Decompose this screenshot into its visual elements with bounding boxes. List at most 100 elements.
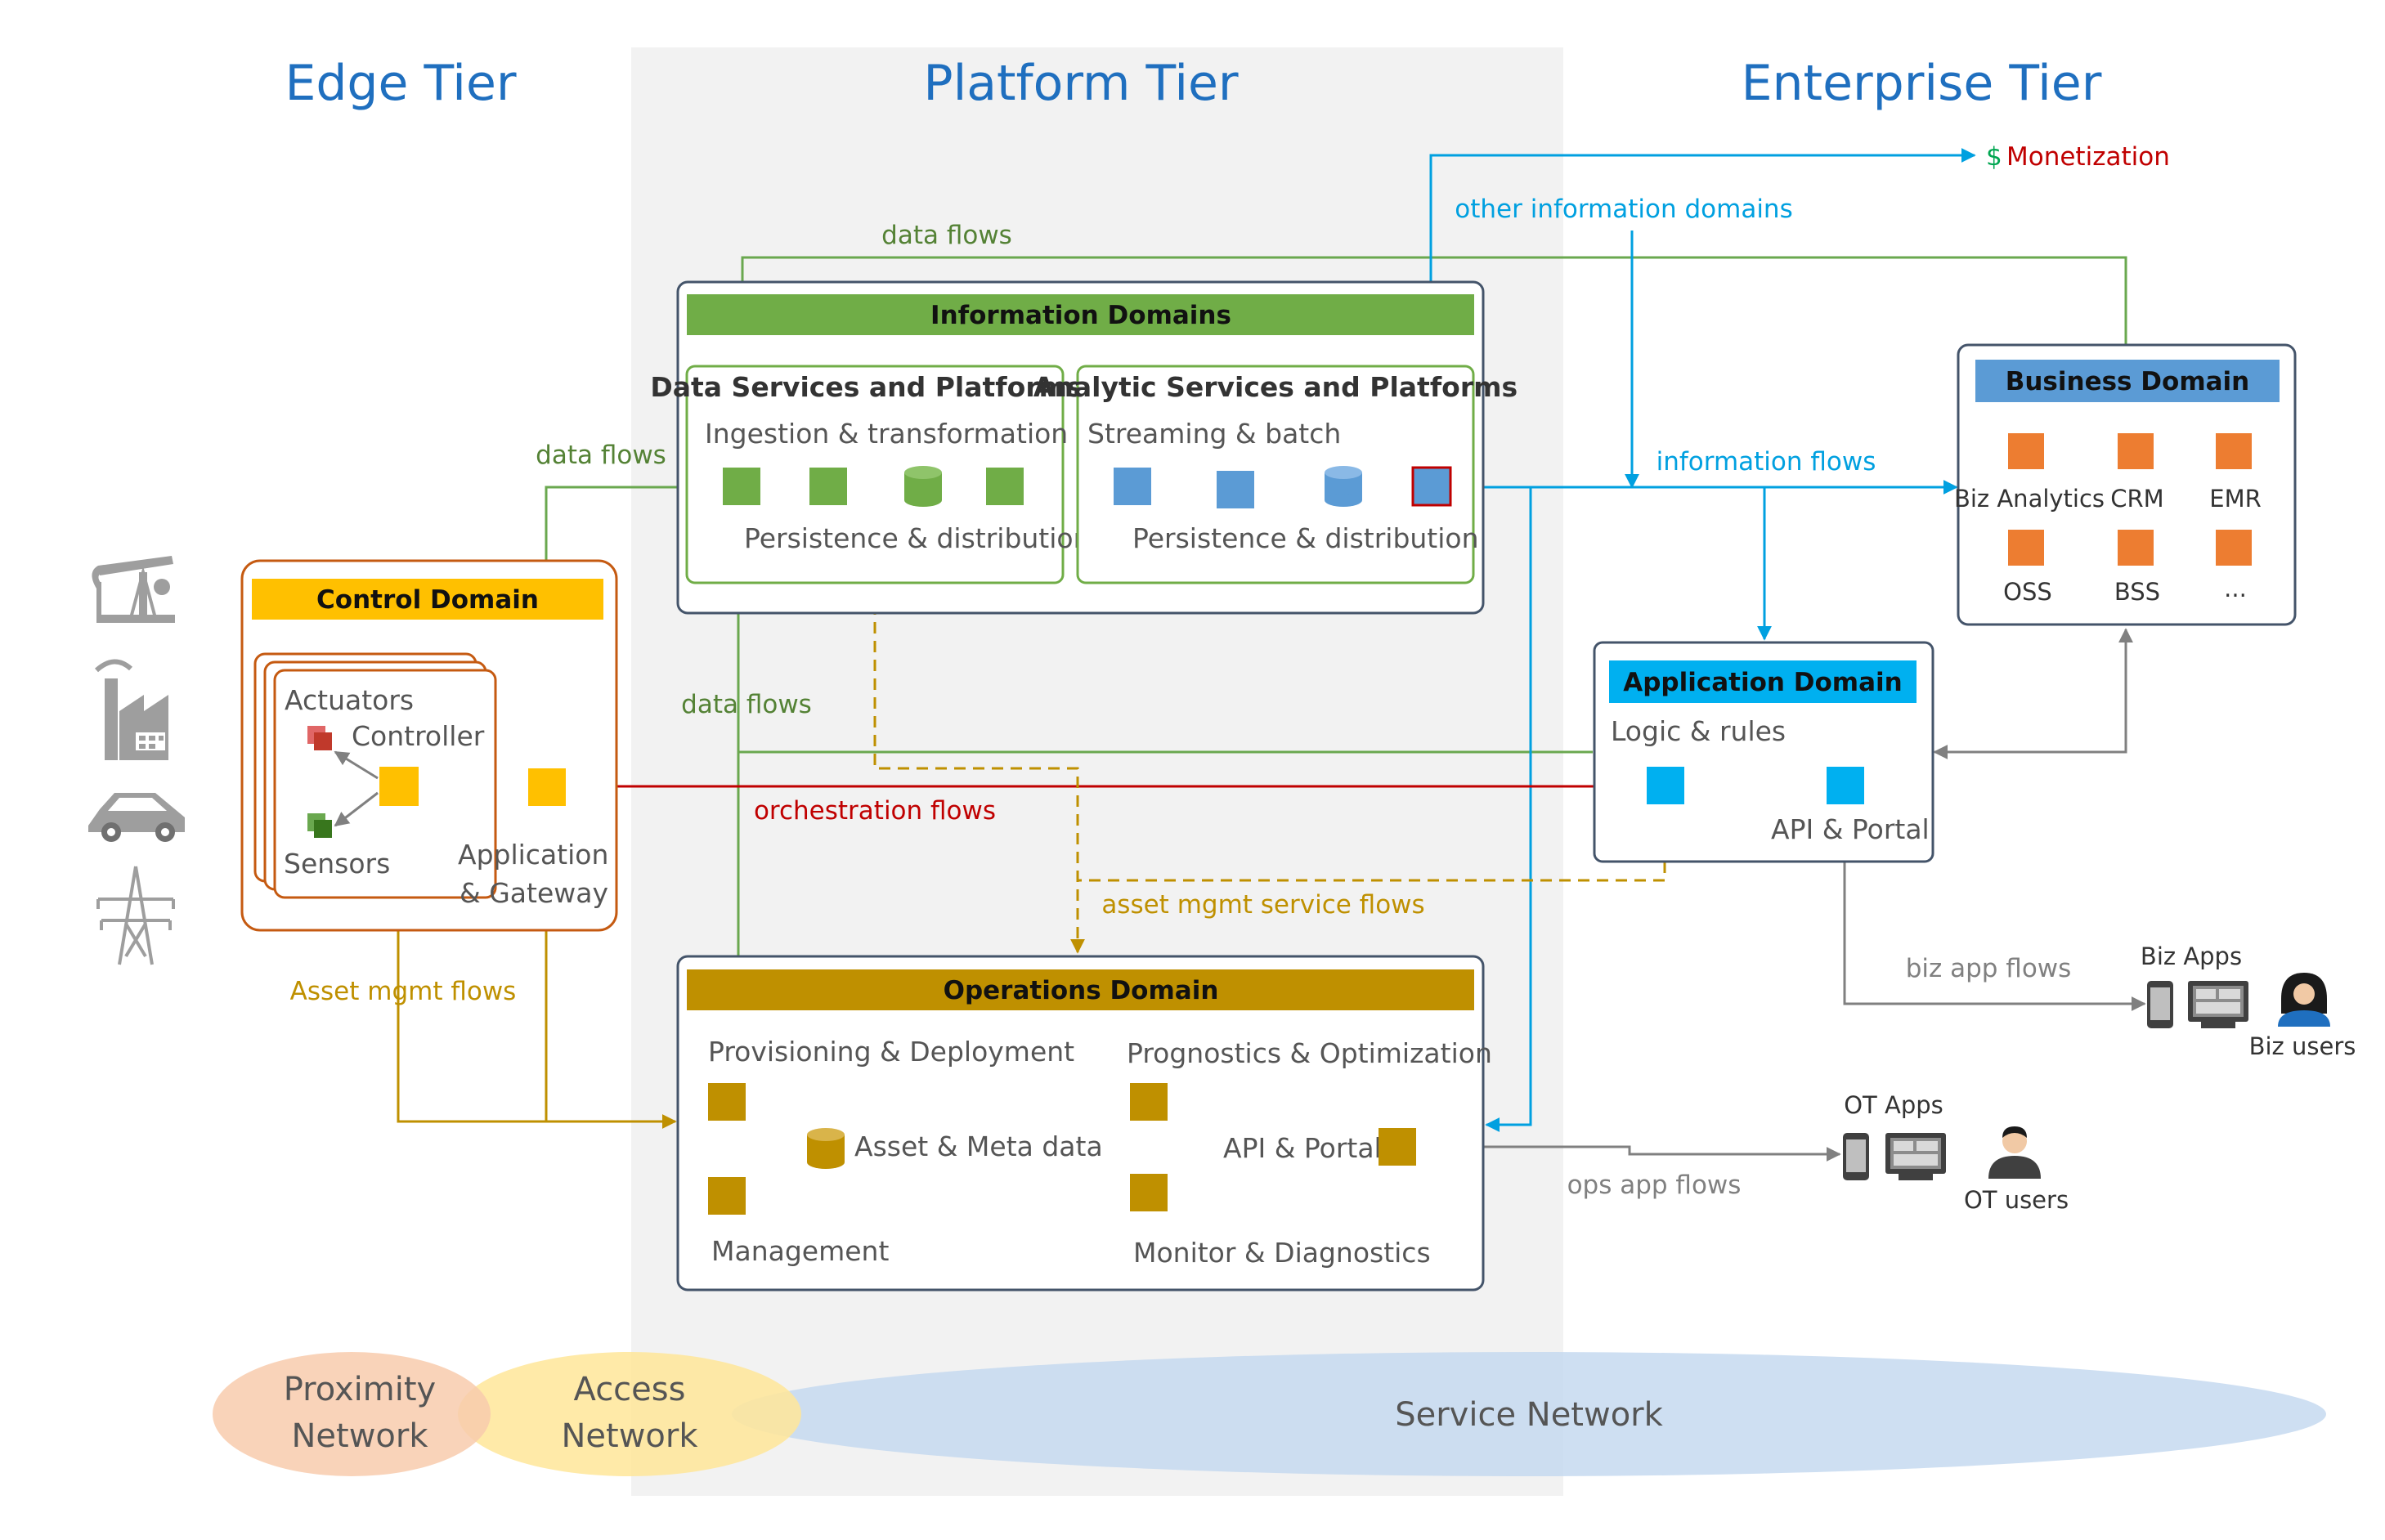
ot-apps-group: OT Apps OT users [1843, 1091, 2069, 1214]
ops-api-portal-label: API & Portal [1223, 1132, 1382, 1164]
service-network-label: Service Network [1395, 1396, 1663, 1434]
edge-tier-title: Edge Tier [285, 55, 516, 112]
biz-apps-label: Biz Apps [2141, 942, 2242, 970]
flow-labels: data flows data flows data flows other i… [290, 142, 2170, 1200]
monitor-node [1130, 1174, 1168, 1211]
oss-node [2008, 530, 2044, 566]
operations-domain-title: Operations Domain [944, 976, 1219, 1005]
application-domain-title: Application Domain [1623, 668, 1902, 697]
access-network-ellipse [458, 1352, 801, 1476]
access-network-label-2: Network [561, 1417, 698, 1455]
ot-user-icon [1988, 1126, 2041, 1179]
biz-users-label: Biz users [2249, 1032, 2356, 1060]
asset-meta-label: Asset & Meta data [854, 1130, 1103, 1162]
biz-user-icon [2278, 973, 2330, 1027]
provisioning-label: Provisioning & Deployment [708, 1036, 1074, 1068]
application-domain-header [1609, 660, 1917, 703]
oss-label: OSS [2003, 578, 2052, 606]
data-store-icon [904, 466, 942, 507]
monetization-symbol: $ [1986, 142, 2002, 172]
analytic-services-persistence: Persistence & distribution [1132, 522, 1479, 554]
bss-node [2118, 530, 2154, 566]
management-node [708, 1177, 746, 1215]
data-services-ingestion: Ingestion & transformation [705, 418, 1068, 450]
biz-monitor-icon [2188, 981, 2248, 1028]
orchestration-flows-label: orchestration flows [754, 796, 996, 826]
sensors-label: Sensors [284, 848, 390, 880]
application-domain: Application Domain Logic & rules API & P… [1593, 641, 1934, 863]
biz-app-flows-label: biz app flows [1906, 954, 2072, 983]
asset-mgmt-flows-label: Asset mgmt flows [290, 977, 517, 1006]
biz-analytics-node [2008, 433, 2044, 469]
controller-to-actuator-link [334, 750, 379, 780]
app-business-link [1933, 628, 2133, 759]
actuators-label: Actuators [285, 684, 414, 716]
logic-node [1647, 767, 1684, 804]
information-flow-to-ops [1485, 487, 1532, 1132]
management-label: Management [711, 1235, 889, 1267]
other-information-domains-label: other information domains [1455, 195, 1792, 224]
analytic-services-streaming: Streaming & batch [1087, 418, 1341, 450]
controller-to-sensor-link [334, 791, 379, 827]
emr-node [2216, 433, 2252, 469]
ot-users-label: OT users [1964, 1186, 2069, 1214]
analytic-node-2 [1217, 471, 1254, 508]
information-domains-header [687, 294, 1474, 335]
enterprise-tier-title: Enterprise Tier [1742, 55, 2102, 112]
analytic-node-output [1411, 466, 1452, 507]
car-icon [88, 793, 185, 842]
business-domain-header [1975, 360, 2280, 402]
control-domain-title: Control Domain [316, 585, 539, 615]
actuator-icon [307, 726, 332, 750]
proximity-network-label-1: Proximity [284, 1371, 436, 1408]
biz-app-flow [1843, 805, 2146, 1011]
factory-icon [94, 659, 168, 760]
analytic-store-icon [1325, 466, 1362, 507]
gateway-label-line1: Application [458, 839, 608, 871]
operations-domain-box [676, 955, 1485, 1292]
ops-api-node [1379, 1128, 1416, 1166]
analytic-node-1 [1114, 468, 1151, 505]
oil-pump-icon [92, 556, 175, 623]
operations-domain-header [687, 969, 1474, 1010]
crm-label: CRM [2110, 485, 2163, 513]
business-domain-title: Business Domain [2006, 367, 2250, 396]
ingestion-node-1 [723, 468, 760, 505]
monetization-label: Monetization [2006, 142, 2170, 172]
ops-app-flows-label: ops app flows [1567, 1171, 1742, 1200]
network-ellipses: Proximity Network Access Network Service… [213, 1352, 2326, 1476]
data-flows-label-top: data flows [881, 221, 1012, 250]
service-network-ellipse [732, 1352, 2326, 1476]
control-domain: Control Domain Actuators Controller Sens… [240, 559, 618, 932]
edge-devices [88, 556, 185, 965]
prognostics-label: Prognostics & Optimization [1127, 1037, 1492, 1069]
logic-rules-label: Logic & rules [1611, 715, 1786, 747]
biz-analytics-label: Biz Analytics [1954, 485, 2105, 513]
ot-phone-icon [1843, 1133, 1869, 1180]
sensor-icon [307, 813, 332, 838]
proximity-network-label-2: Network [291, 1417, 428, 1455]
data-services-title: Data Services and Platforms [650, 371, 1083, 403]
bss-label: BSS [2114, 578, 2160, 606]
ops-app-flow [1416, 1145, 1841, 1162]
analytic-services-title: Analytic Services and Platforms [1033, 371, 1518, 403]
provisioning-node [708, 1083, 746, 1121]
proximity-network-ellipse [213, 1352, 491, 1476]
biz-apps-group: Biz Apps Biz users [2141, 942, 2356, 1060]
data-flows-label-mid: data flows [681, 690, 812, 719]
asset-mgmt-service-flow-from-info [873, 584, 1085, 954]
crm-node [2118, 433, 2154, 469]
controller-node [379, 767, 419, 806]
information-flows-label: information flows [1656, 447, 1876, 477]
information-domains: Information Domains Data Services and Pl… [650, 280, 1518, 615]
operations-domain: Operations Domain Provisioning & Deploym… [676, 955, 1492, 1292]
power-tower-icon [96, 866, 175, 965]
access-network-label-1: Access [574, 1371, 686, 1408]
data-flows-label-left: data flows [536, 441, 666, 470]
business-domain: Business Domain Biz Analytics CRM EMR OS… [1954, 343, 2297, 626]
emr-label: EMR [2209, 485, 2262, 513]
gateway-label-line2: & Gateway [460, 877, 608, 909]
ingestion-node-2 [809, 468, 847, 505]
